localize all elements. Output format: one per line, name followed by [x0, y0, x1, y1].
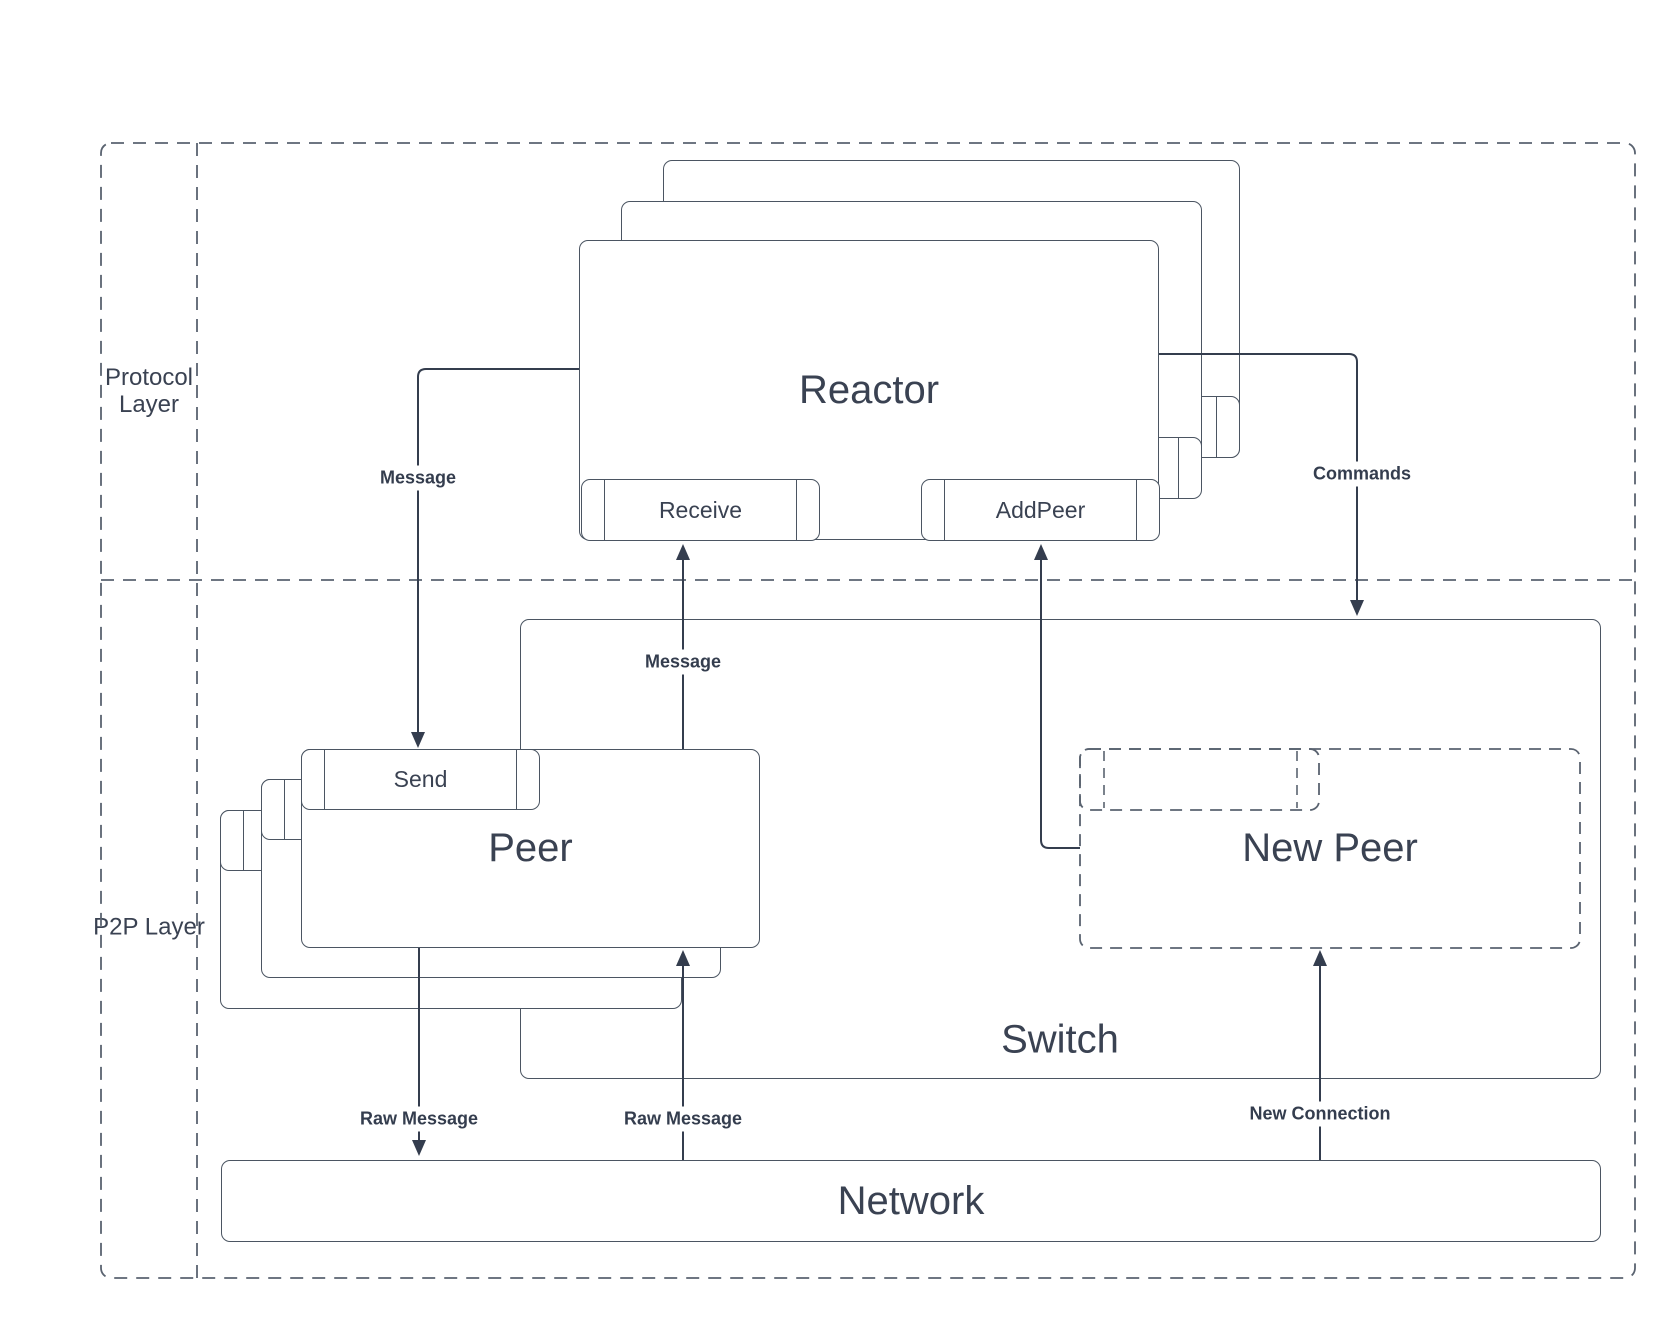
peer-title: Peer: [488, 826, 573, 870]
raw-message-down-arrowhead: [412, 1140, 426, 1156]
reactor-addpeer-port: AddPeer: [921, 479, 1160, 541]
message-down-arrowhead: [411, 732, 425, 748]
new-connection-label: New Connection: [1242, 1101, 1398, 1127]
reactor-receive-port: Receive: [581, 479, 820, 541]
peer-send-label: Send: [393, 766, 448, 792]
port-divider-left: [944, 480, 945, 540]
message-up-arrowhead: [676, 544, 690, 560]
port-divider-right: [796, 480, 797, 540]
network-box: Network: [221, 1160, 1601, 1242]
port-divider-right: [1178, 438, 1179, 498]
port-divider-right: [1216, 397, 1217, 457]
message-down-label: Message: [372, 465, 464, 491]
addpeer-arrowhead: [1034, 544, 1048, 560]
commands-arrowhead: [1350, 600, 1364, 616]
reactor-title: Reactor: [798, 367, 940, 412]
p2p-layer-label: P2P Layer: [93, 913, 205, 941]
port-divider-right: [516, 750, 517, 809]
new-peer-box: New Peer: [1080, 749, 1580, 948]
new-peer-title: New Peer: [1242, 826, 1418, 870]
port-divider-right: [1136, 480, 1137, 540]
port-divider-left: [243, 811, 244, 870]
receive-label: Receive: [658, 496, 743, 523]
raw-message-up-label: Raw Message: [616, 1106, 750, 1132]
port-divider-left: [324, 750, 325, 809]
addpeer-label: AddPeer: [995, 496, 1086, 523]
raw-message-down-label: Raw Message: [352, 1106, 486, 1132]
protocol-layer-label: Protocol Layer: [104, 364, 194, 418]
network-title: Network: [837, 1178, 985, 1223]
message-up-label: Message: [637, 649, 729, 675]
peer-send-port: Send: [301, 749, 540, 810]
commands-label: Commands: [1305, 461, 1419, 487]
switch-title: Switch: [1001, 1017, 1119, 1062]
port-divider-left: [284, 780, 285, 839]
port-divider-left: [604, 480, 605, 540]
